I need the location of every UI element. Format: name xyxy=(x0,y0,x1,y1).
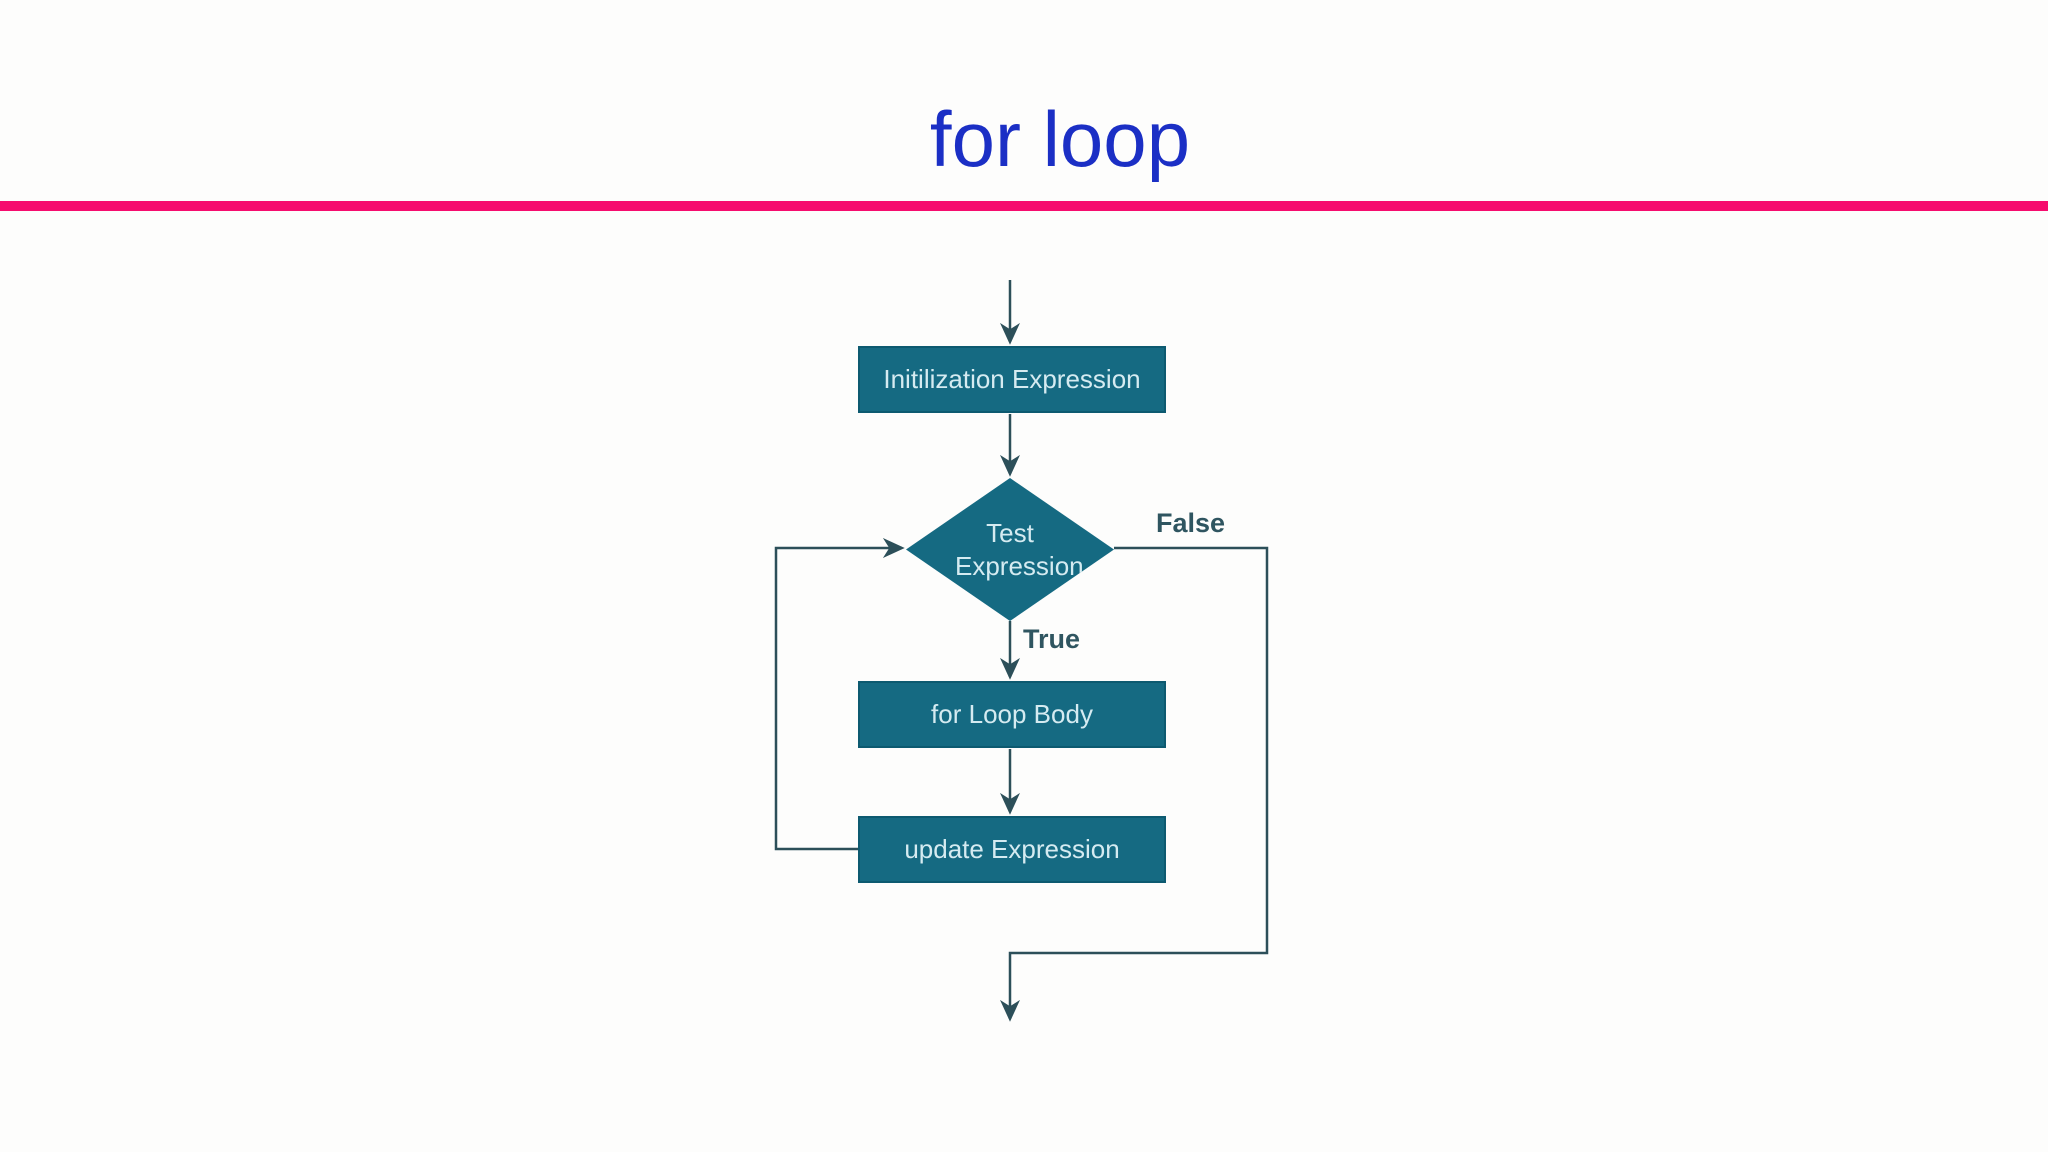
edge-update-loopback-to-test xyxy=(774,538,905,851)
edge-label-true: True xyxy=(1023,624,1081,654)
node-update-expression: update Expression xyxy=(858,816,1166,883)
node-label: Test Expression xyxy=(955,518,1084,581)
node-initialization-expression: Initilization Expression xyxy=(858,346,1166,413)
page-title: for loop xyxy=(929,95,1191,183)
edge-label-false: False xyxy=(1156,508,1226,538)
node-label: for Loop Body xyxy=(931,699,1093,730)
node-for-loop-body: for Loop Body xyxy=(858,681,1166,748)
node-label: Initilization Expression xyxy=(883,364,1141,395)
title-divider xyxy=(0,201,2048,211)
node-label: update Expression xyxy=(904,834,1120,865)
edge-test-false-exit xyxy=(1000,546,1269,1022)
